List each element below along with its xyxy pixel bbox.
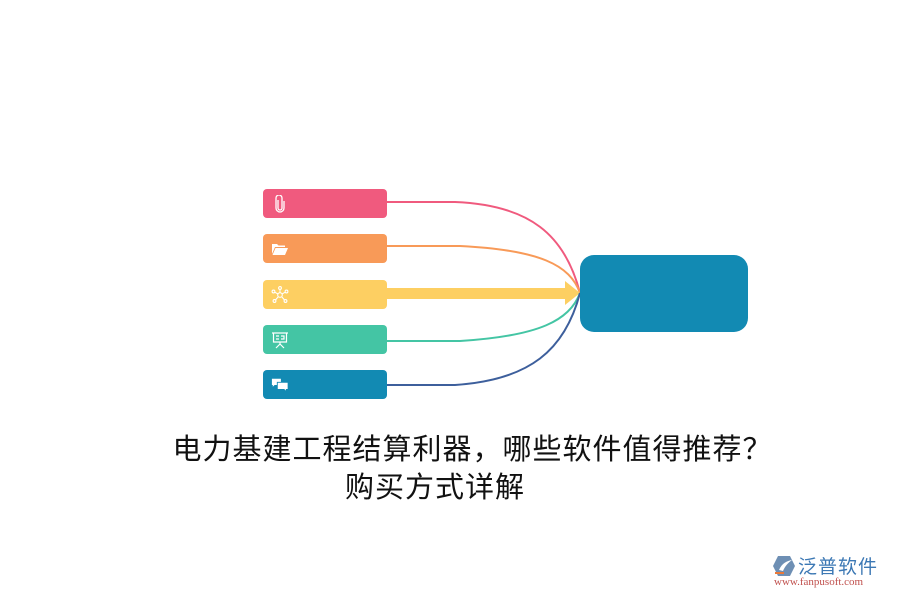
brand-logo: 泛普软件 www.fanpusoft.com [768, 551, 896, 591]
branch-node-3[interactable] [263, 280, 387, 309]
connector-teal [387, 292, 581, 342]
chat-bubbles-icon [271, 376, 289, 394]
connector-yellow-shaft [387, 288, 567, 299]
branch-node-4[interactable] [263, 325, 387, 354]
brand-name: 泛普软件 [798, 556, 879, 578]
branch-node-2[interactable] [263, 234, 387, 263]
connector-yellow-arrowhead [565, 281, 580, 305]
page-title: 电力基建工程结算利器，哪些软件值得推荐？ 购买方式详解 [0, 430, 900, 506]
connector-pink [387, 201, 581, 294]
presentation-board-icon [271, 331, 289, 349]
paperclip-icon [271, 194, 289, 213]
central-node[interactable] [580, 255, 748, 332]
branch-node-1[interactable] [263, 189, 387, 218]
brand-url: www.fanpusoft.com [774, 576, 864, 588]
branch-node-5[interactable] [263, 370, 387, 399]
fanpu-logo-icon [773, 556, 795, 576]
connector-orange [387, 245, 581, 294]
connector-navy [387, 292, 581, 386]
title-line-2: 购买方式详解 [344, 470, 525, 504]
title-line-1: 电力基建工程结算利器，哪些软件值得推荐？ [172, 432, 773, 466]
folder-open-icon [271, 240, 289, 258]
network-nodes-icon [271, 285, 289, 304]
